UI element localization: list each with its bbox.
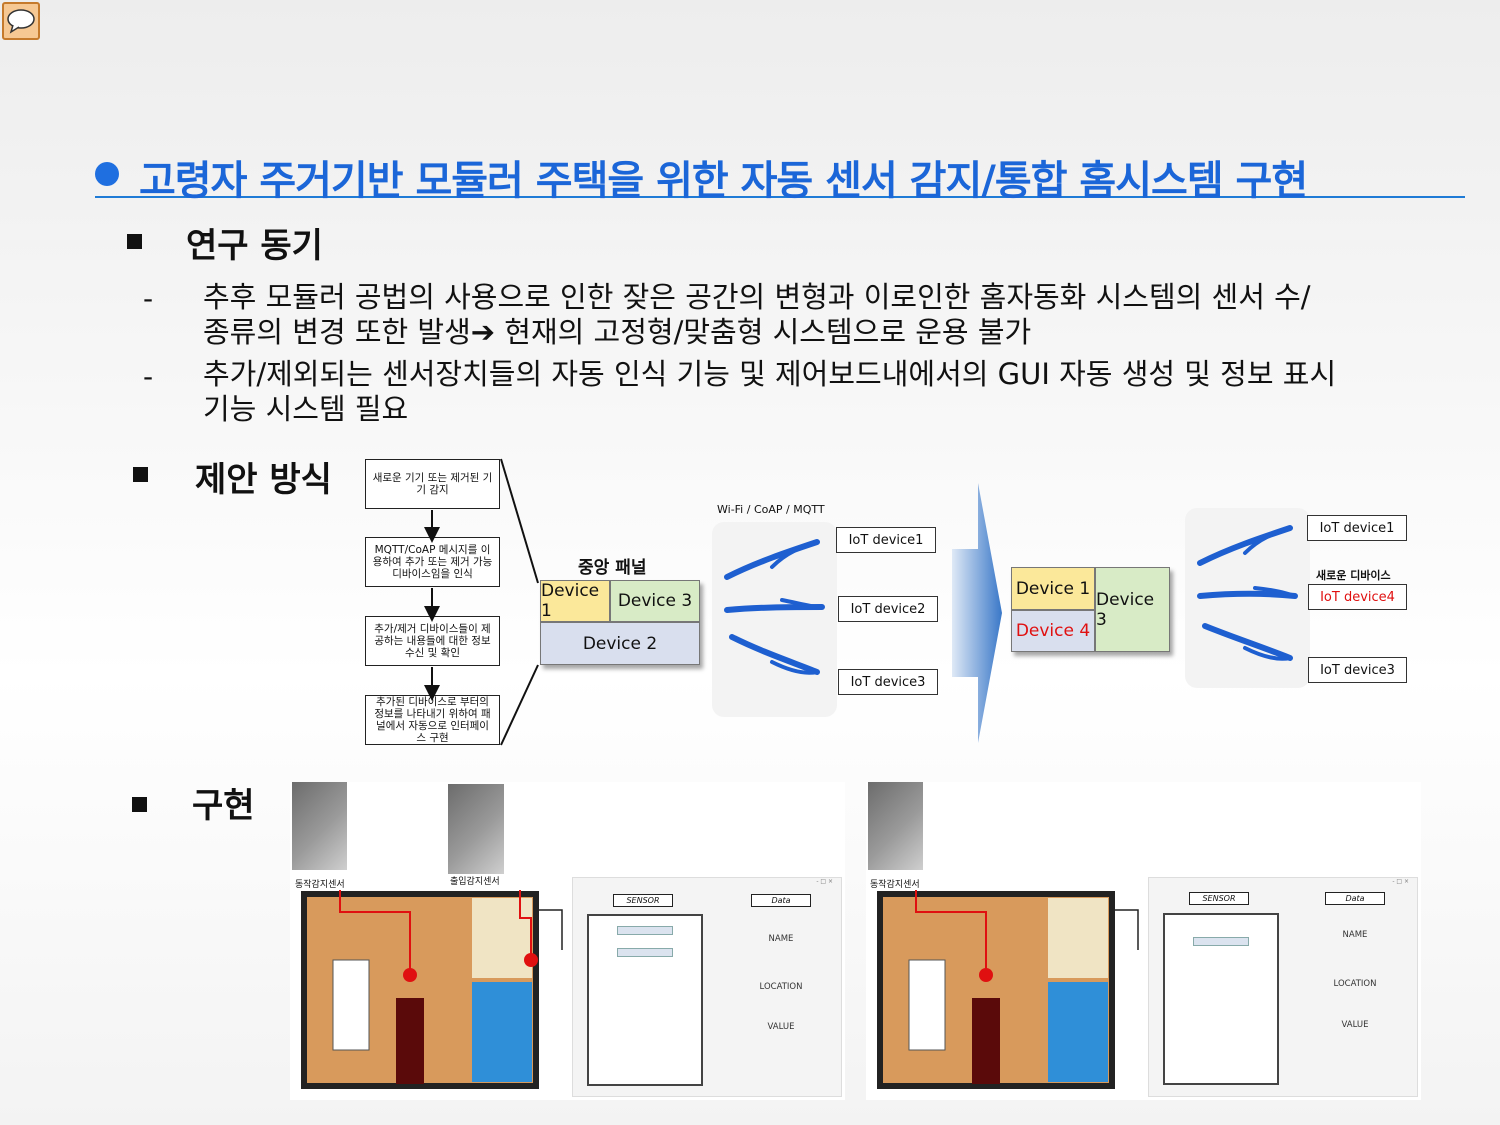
field-location: LOCATION [759, 982, 803, 992]
dash-marker: - [143, 360, 154, 393]
wireless-signal-icons [1185, 508, 1310, 688]
panel-device-3: Device 3 [610, 580, 700, 622]
iot-device-box: IoT device1 [1307, 515, 1407, 541]
central-panel-before: Device 1 Device 3 Device 2 [540, 580, 700, 665]
field-name: NAME [1342, 930, 1368, 940]
panel-device-4-new: Device 4 [1011, 610, 1095, 652]
motivation-item-1-line-1: 추후 모듈러 공법의 사용으로 인한 잦은 공간의 변형과 이로인한 홈자동화 … [203, 280, 1311, 314]
title-row: 고령자 주거기반 모듈러 주택을 위한 자동 센서 감지/통합 홈시스템 구현 [95, 148, 1465, 204]
title-bullet-icon [95, 162, 119, 186]
implementation-screenshot-right: 동작감지센서 - □ × SENSOR Data NAME LOCATION V… [866, 782, 1421, 1100]
sensor-ui-window: - □ × SENSOR Data NAME LOCATION VALUE [572, 877, 842, 1097]
comment-icon[interactable] [2, 2, 40, 40]
flow-step-1: 새로운 기기 또는 제거된 기기 감지 [365, 459, 500, 509]
field-value: VALUE [767, 1022, 795, 1032]
flow-step-4: 추가된 디바이스로 부터의 정보를 나타내기 위하여 패널에서 자동으로 인터페… [365, 695, 500, 745]
iot-device-box: IoT device3 [1308, 657, 1407, 683]
iot-device-box: IoT device1 [836, 527, 936, 553]
field-value: VALUE [1341, 1020, 1369, 1030]
data-tab[interactable]: Data [751, 894, 811, 907]
door-sensor-photo [448, 784, 504, 874]
sensor-list-item[interactable] [1193, 937, 1249, 946]
motivation-item-2-line-2: 기능 시스템 필요 [203, 392, 409, 426]
protocol-label: Wi-Fi / CoAP / MQTT [717, 503, 825, 516]
square-bullet-icon [133, 467, 148, 482]
panel-device-2: Device 2 [540, 622, 700, 665]
transition-arrow-icon [952, 483, 1002, 743]
page-title: 고령자 주거기반 모듈러 주택을 위한 자동 센서 감지/통합 홈시스템 구현 [139, 158, 1308, 204]
window-controls[interactable]: - □ × [1392, 878, 1409, 885]
flow-step-2: MQTT/CoAP 메시지를 이용하여 추가 또는 제거 가능 디바이스임을 인… [365, 537, 500, 587]
sensor-list-item[interactable] [617, 948, 673, 957]
iot-device-box: IoT device3 [838, 669, 938, 695]
sensor-list [1163, 913, 1279, 1085]
sensor-label: 동작감지센서 [870, 880, 920, 890]
wireless-signal-icons [712, 522, 837, 717]
field-location: LOCATION [1333, 979, 1377, 989]
new-device-label: 새로운 디바이스 [1316, 569, 1391, 582]
motivation-item-1-line-2: 종류의 변경 또한 발생➔ 현재의 고정형/맞춤형 시스템으로 운용 불가 [203, 315, 1032, 349]
data-tab[interactable]: Data [1325, 892, 1385, 905]
motivation-item-2-line-1: 추가/제외되는 센서장치들의 자동 인식 기능 및 제어보드내에서의 GUI 자… [203, 357, 1337, 391]
floor-plan [301, 890, 563, 1089]
iot-device-box: IoT device2 [838, 596, 938, 622]
panel-device-1: Device 1 [540, 580, 610, 622]
section-heading-implementation: 구현 [192, 786, 255, 826]
window-controls[interactable]: - □ × [816, 878, 833, 885]
sensor-label: 동작감지센서 [295, 880, 345, 890]
sensor-list [587, 914, 703, 1086]
square-bullet-icon [132, 797, 147, 812]
square-bullet-icon [127, 234, 142, 249]
field-name: NAME [768, 934, 794, 944]
panel-device-3: Device 3 [1095, 567, 1170, 652]
sensor-list-item[interactable] [617, 926, 673, 935]
section-heading-motivation: 연구 동기 [186, 226, 323, 266]
central-panel-after: Device 1 Device 4 Device 3 [1011, 567, 1170, 652]
floor-plan [877, 890, 1139, 1089]
sensor-ui-window: - □ × SENSOR Data NAME LOCATION VALUE [1148, 877, 1418, 1097]
implementation-screenshot-left: 동작감지센서 출입감지센서 - □ × SENSOR Data NAME LOC… [290, 782, 845, 1100]
section-heading-proposal: 제안 방식 [195, 460, 332, 500]
sensor-label: 출입감지센서 [450, 877, 500, 887]
dash-marker: - [143, 282, 154, 315]
flow-connectors [424, 458, 539, 746]
motion-sensor-photo [292, 782, 347, 870]
sensor-tab[interactable]: SENSOR [613, 894, 673, 907]
central-panel-label: 중앙 패널 [578, 558, 647, 578]
iot-device-box-new: IoT device4 [1308, 584, 1407, 610]
motion-sensor-photo [868, 782, 923, 870]
sensor-tab[interactable]: SENSOR [1189, 892, 1249, 905]
panel-device-1: Device 1 [1011, 567, 1095, 610]
flow-step-3: 추가/제거 디바이스들이 제공하는 내용들에 대한 정보 수신 및 확인 [365, 616, 500, 666]
